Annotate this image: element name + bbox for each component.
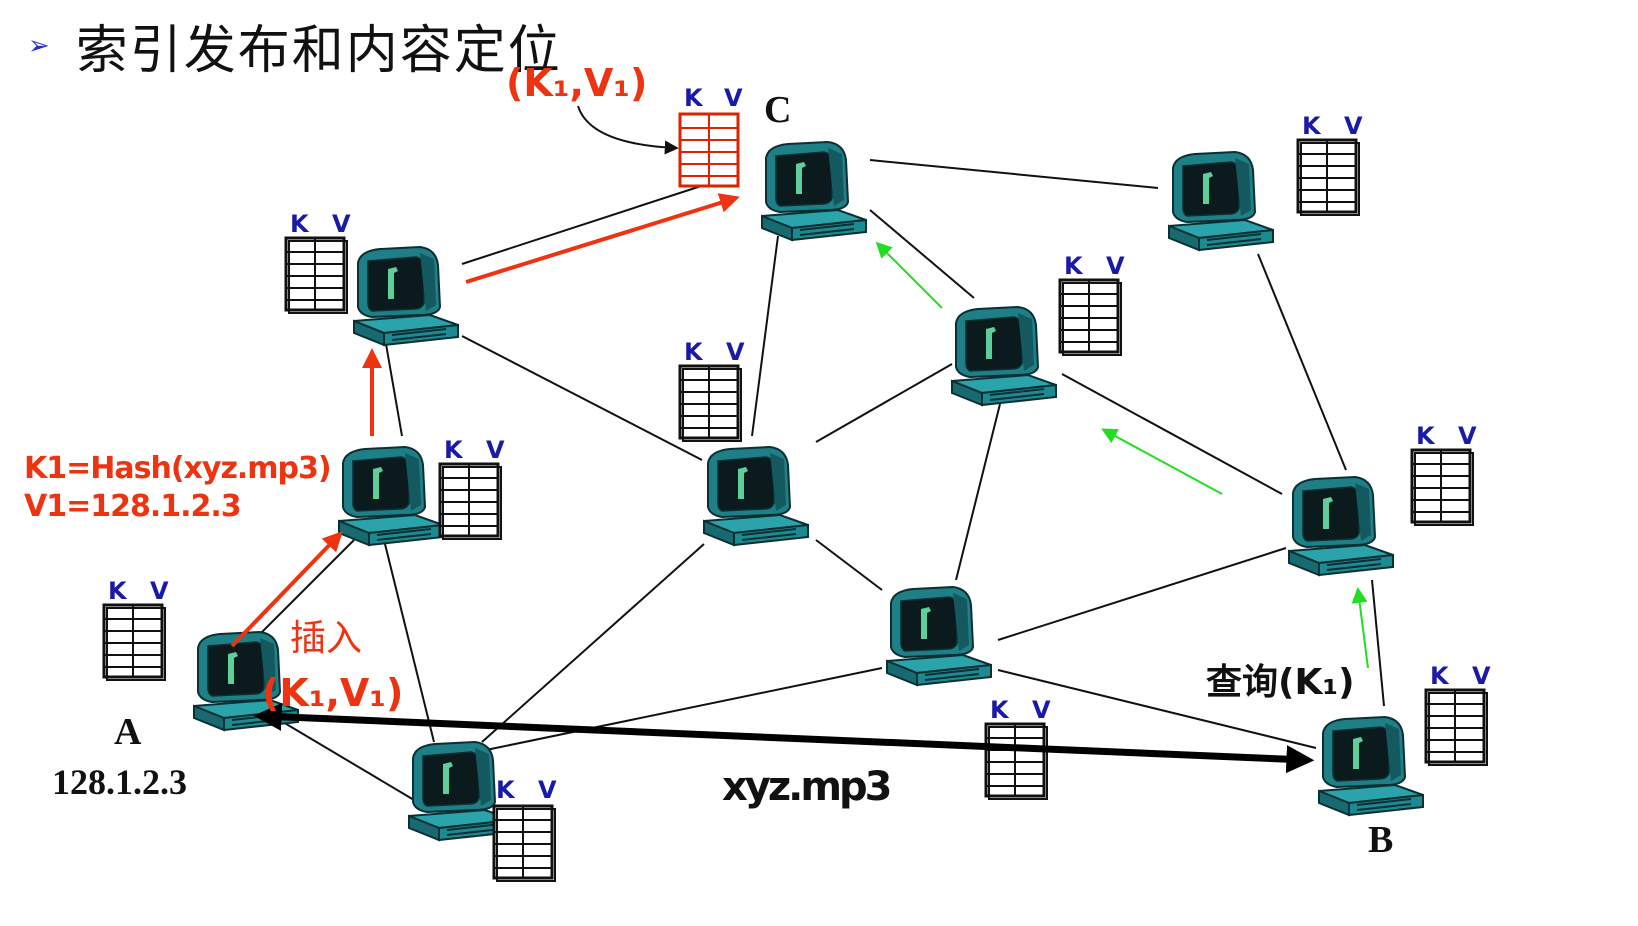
link-mid-right-right [1061,373,1283,495]
kv-v-label: V [1106,252,1125,280]
insert-arrow-upper-to-c [465,193,740,284]
kv-k-label: K [290,210,310,238]
kv-k-label: K [990,696,1010,724]
kv-k-label: K [1064,252,1084,280]
query-path [875,241,1369,669]
kv-table-top-right: K V [1296,112,1363,217]
title-text: 索引发布和内容定位 [75,21,562,81]
insert-arrow-a-to-left [230,531,343,648]
kv-v-label: V [1032,696,1051,724]
kv-k-label: K [1302,112,1322,140]
kv-v-label: V [486,436,505,464]
kv-v-label: V [1344,112,1363,140]
pointer-arrow-to-c-table [577,105,679,155]
kv-v-label: V [726,338,745,366]
node-b-label: B [1368,819,1393,861]
kv-v-label: V [1472,662,1491,690]
node-upper-left[interactable] [353,246,459,346]
node-top-right[interactable] [1168,151,1274,251]
kv-table-a: K V [102,577,169,682]
node-left-middle[interactable] [338,446,444,546]
kv-k-label: K [444,436,464,464]
query-label: 查询(K₁) [1206,662,1355,703]
kv-k-label: K [684,84,704,112]
node-center-low[interactable] [886,586,992,686]
kv-table-upper-left: K V [284,210,351,315]
link-center-low-right [997,547,1287,641]
node-mid-right[interactable] [951,306,1057,406]
kv-k-label: K [1416,422,1436,450]
link-upper-left-C [461,173,739,265]
hash-value-label: V1=128.1.2.3 [24,489,241,524]
kv-v-label: V [1458,422,1477,450]
node-b[interactable] [1318,716,1424,816]
link-upper-left-left-middle [385,343,403,437]
kv-insert-label: (K₁,V₁) [262,671,403,715]
query-arrow-b-to-right [1351,586,1369,669]
slide-title: ➢ 索引发布和内容定位 [28,8,562,83]
link-upper-left-center [461,335,703,461]
node-a-ip: 128.1.2.3 [52,762,187,802]
kv-table-center: K V [678,338,745,443]
insert-label: 插入 [290,618,362,659]
kv-v-label: V [150,577,169,605]
link-top-right-right [1257,253,1347,471]
link-C-center [751,235,779,437]
kv-k-label: K [684,338,704,366]
link-mid-right-center-low [955,403,1001,581]
kv-v-label: V [724,84,743,112]
node-c[interactable] [761,141,867,241]
file-name-label: xyz.mp3 [722,764,890,810]
kv-table-left-middle: K V [438,436,505,541]
link-C-top-right [869,159,1159,189]
hash-key-label: K1=Hash(xyz.mp3) [24,451,331,486]
kv-k-label: K [496,776,516,804]
kv-table-c: K V [678,84,743,188]
kv-table-mid-right: K V [1058,252,1125,357]
node-c-label: C [764,89,791,131]
link-center-mid-right [815,363,953,443]
kv-v-label: V [538,776,557,804]
insert-path [230,193,740,648]
kv-v-label: V [332,210,351,238]
link-right-B [1371,579,1385,707]
bullet-icon: ➢ [28,30,50,61]
kv-table-right: K V [1410,422,1477,527]
kv-k-label: K [108,577,128,605]
node-a-label: A [114,711,142,753]
link-center-center-low [815,539,883,591]
kv-label-at-c: (K₁,V₁) [506,61,647,105]
query-arrow-mid-to-c [875,241,943,309]
kv-k-label: K [1430,662,1450,690]
node-center[interactable] [703,446,809,546]
file-transfer-arrow [253,702,1315,774]
query-arrow-right-to-mid [1101,428,1223,495]
link-C-mid-right [869,209,975,299]
kv-table-b: K V [1424,662,1491,767]
kv-table-bottom: K V [492,776,557,883]
node-right[interactable] [1288,476,1394,576]
